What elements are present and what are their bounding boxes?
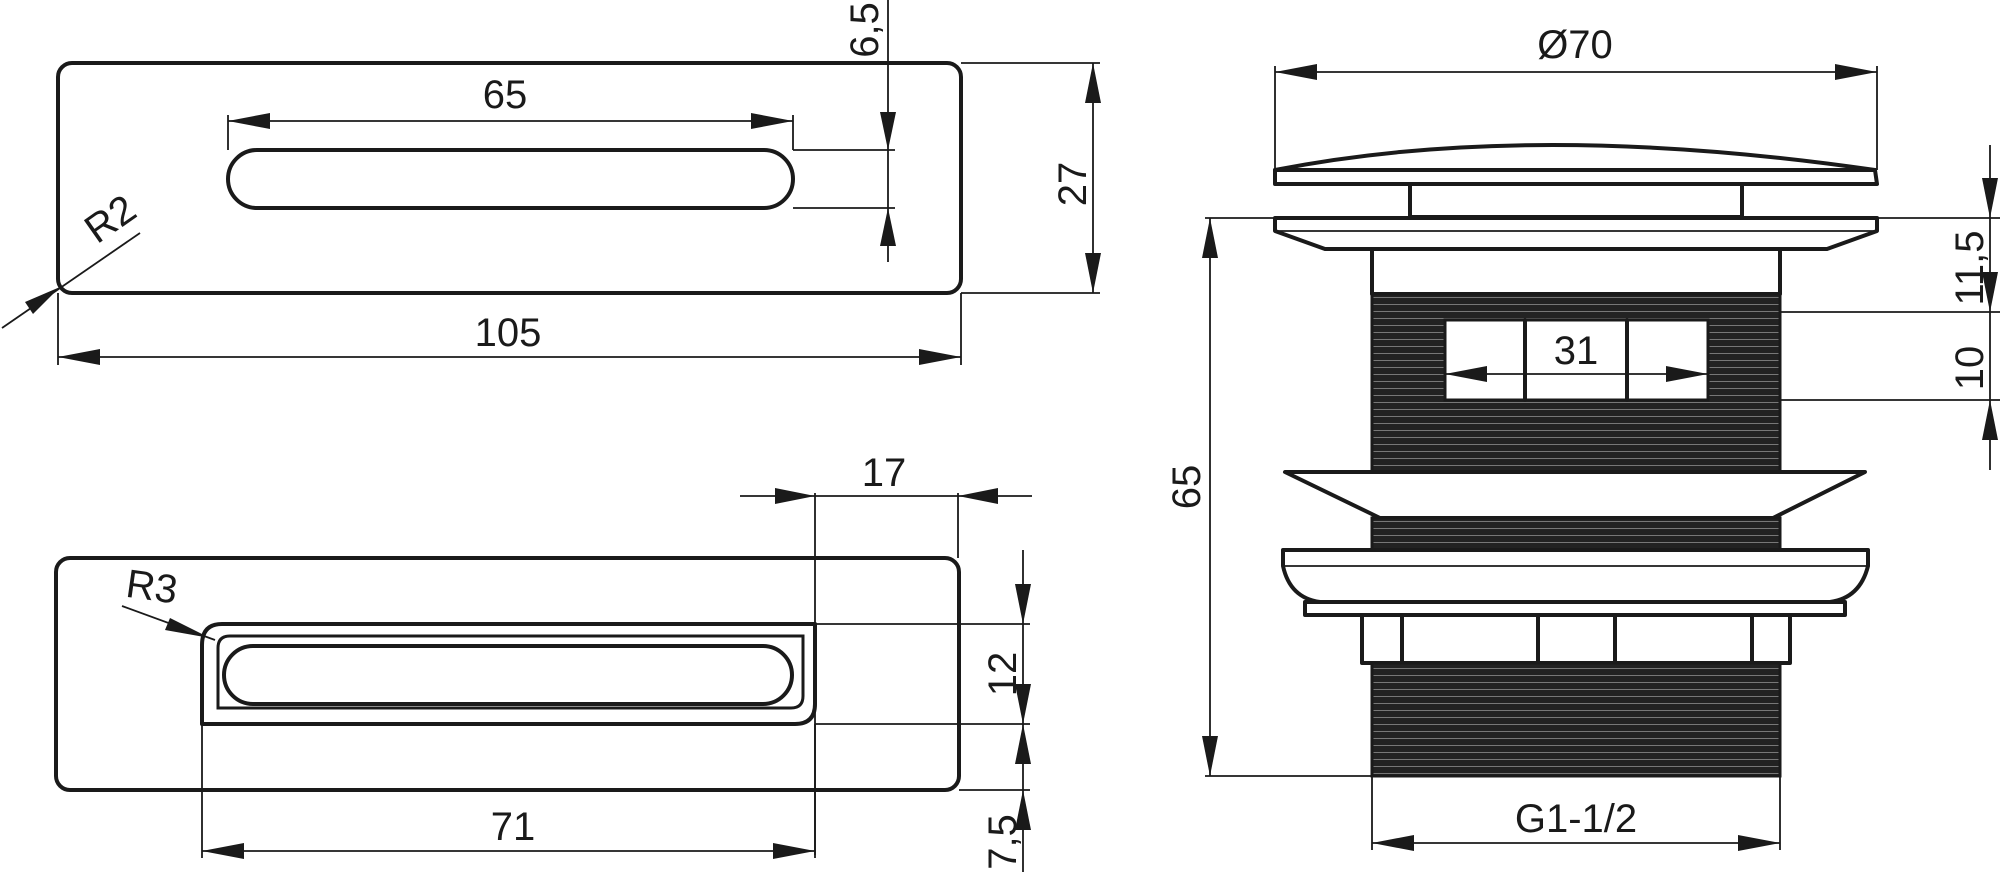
dim-total-length: 105 <box>475 311 542 355</box>
dim-corner-radius: R2 <box>77 187 144 252</box>
dim-height: 27 <box>1051 162 1095 207</box>
dim-bottom-offset: 7,5 <box>981 814 1025 870</box>
dim-window-width: 31 <box>1554 329 1599 373</box>
drain-nut <box>1360 613 1792 665</box>
side-plate-outline <box>54 556 961 792</box>
drain-neck <box>1370 247 1782 296</box>
drain-flange <box>1273 216 1879 251</box>
dim-depth: 17 <box>862 451 907 495</box>
drain-cap <box>1273 143 1879 186</box>
drain-stem <box>1408 182 1744 219</box>
dim-drain-diameter: Ø70 <box>1537 23 1613 67</box>
dim-inner-radius: R3 <box>123 562 180 613</box>
cover-plate-slot <box>226 148 795 210</box>
dim-side-slot-length: 71 <box>491 805 536 849</box>
dim-slot-height: 12 <box>981 652 1025 697</box>
side-recess-inner <box>216 634 805 710</box>
drain-cone-washer <box>1283 470 1867 520</box>
dim-thread-size: G1-1/2 <box>1515 797 1637 841</box>
drain-lower-flange <box>1281 548 1870 604</box>
top-view: 65 6,5 27 105 R2 <box>1 0 1101 365</box>
drain-window <box>1443 318 1710 402</box>
dim-window-height: 10 <box>1948 346 1992 391</box>
dim-top-section: 11,5 <box>1948 231 1992 306</box>
dim-slot-length: 65 <box>483 73 528 117</box>
drain-bottom-thread <box>1370 661 1782 778</box>
cover-plate-outline <box>56 61 963 295</box>
drain-mid-thread <box>1370 516 1782 552</box>
drain-view: Ø70 65 11,5 10 31 G1-1/2 <box>1165 23 2000 851</box>
dim-drain-height: 65 <box>1165 465 1209 510</box>
side-slot <box>222 644 794 706</box>
dim-offset: 6,5 <box>843 2 887 58</box>
side-view: 17 12 7,5 71 R3 <box>54 451 1032 872</box>
